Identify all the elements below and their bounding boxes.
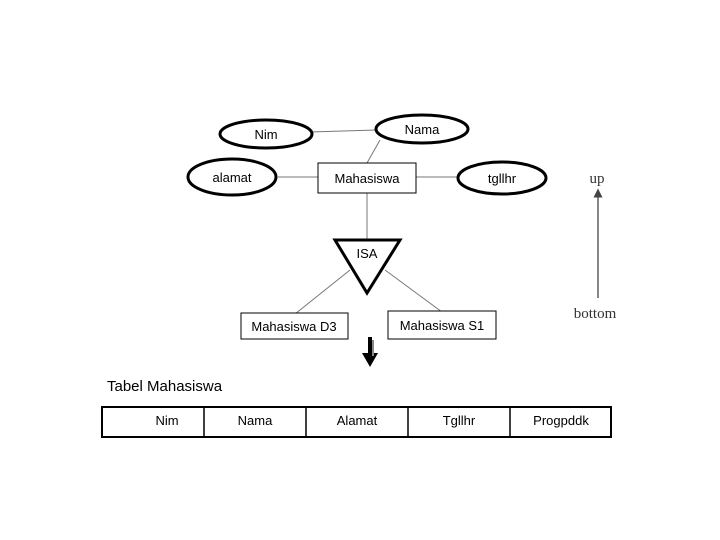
attribute-alamat-label: alamat <box>212 170 251 185</box>
table-column-nama: Nama <box>238 413 273 428</box>
attribute-nim: Nim <box>218 118 314 150</box>
isa-label: ISA <box>357 246 378 261</box>
direction-indicator: up bottom <box>574 171 617 322</box>
table-column-nim: Nim <box>155 413 178 428</box>
attribute-nim-label: Nim <box>254 127 277 142</box>
link-nama-entity <box>366 139 381 164</box>
subtype-s1: Mahasiswa S1 <box>387 310 497 340</box>
connectors <box>278 129 460 315</box>
direction-up-label: up <box>590 171 605 187</box>
table-column-alamat: Alamat <box>337 413 378 428</box>
table-title: Tabel Mahasiswa <box>107 378 223 395</box>
attribute-nama: Nama <box>374 113 470 145</box>
direction-bottom-label: bottom <box>574 306 617 322</box>
entity-mahasiswa: Mahasiswa <box>317 162 417 194</box>
link-isa-s1 <box>384 269 443 313</box>
table-column-progpddk: Progpddk <box>533 413 589 428</box>
link-nim-nama <box>309 129 377 133</box>
table-column-tgllhr: Tgllhr <box>443 413 476 428</box>
attribute-tgllhr-label: tgllhr <box>488 171 517 186</box>
entity-label: Mahasiswa <box>334 171 400 186</box>
link-isa-d3 <box>294 269 351 315</box>
subtype-d3: Mahasiswa D3 <box>240 312 349 340</box>
isa-triangle: ISA <box>332 238 403 296</box>
table-mahasiswa: Nim Nama Alamat Tgllhr Progpddk <box>101 406 612 438</box>
attribute-alamat: alamat <box>186 157 278 197</box>
down-arrow-icon <box>362 337 378 367</box>
attribute-tgllhr: tgllhr <box>456 160 548 196</box>
subtype-d3-label: Mahasiswa D3 <box>251 319 336 334</box>
subtype-s1-label: Mahasiswa S1 <box>400 318 485 333</box>
attribute-nama-label: Nama <box>405 122 440 137</box>
